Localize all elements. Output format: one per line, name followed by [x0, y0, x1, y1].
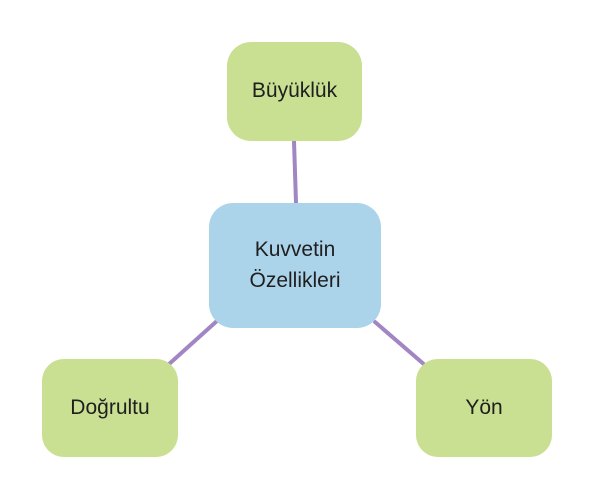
- connector-left: [166, 318, 220, 367]
- node-dogrultu-label: Doğrultu: [70, 395, 150, 419]
- node-kuvvetin-ozellikleri: Kuvvetin Özellikleri: [209, 203, 381, 328]
- connector-right: [373, 320, 428, 368]
- node-buyukluk-label: Büyüklük: [251, 79, 338, 103]
- node-dogrultu: Doğrultu: [42, 359, 178, 457]
- node-yon-label: Yön: [465, 395, 503, 419]
- center-label-line-2: Özellikleri: [249, 268, 341, 292]
- node-buyukluk: Büyüklük: [227, 42, 362, 141]
- center-label-line-1: Kuvvetin: [254, 238, 336, 262]
- node-yon: Yön: [416, 359, 552, 457]
- connector-top: [292, 139, 298, 205]
